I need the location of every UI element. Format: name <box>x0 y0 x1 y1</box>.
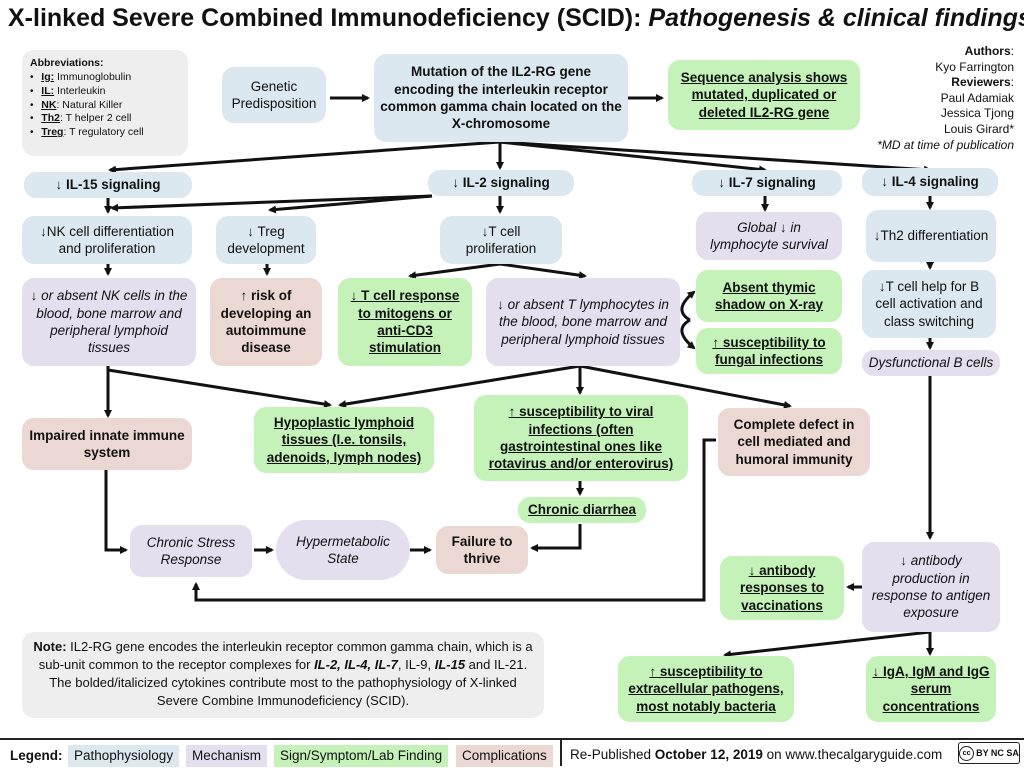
il2-signaling-node: ↓ IL-2 signaling <box>428 170 574 196</box>
antibody-production-node: ↓ antibody production in response to ant… <box>862 542 1000 632</box>
tcell-response-node: ↓ T cell response to mitogens or anti-CD… <box>338 278 472 366</box>
legend-complications: Complications <box>456 745 553 767</box>
fungal-infections-node: ↑ susceptibility to fungal infections <box>696 328 842 374</box>
abbreviation-item: Th2: T helper 2 cell <box>30 112 180 126</box>
legend-sign-symptom: Sign/Symptom/Lab Finding <box>274 745 449 767</box>
legend-mechanism: Mechanism <box>186 745 268 767</box>
hypoplastic-tissues-node: Hypoplastic lymphoid tissues (I.e. tonsi… <box>254 407 434 473</box>
abbreviation-item: Treg: T regulatory cell <box>30 126 180 140</box>
autoimmune-risk-node: ↑ risk of developing an autoimmune disea… <box>210 278 322 366</box>
legend-label: Legend: <box>10 748 63 763</box>
authors-block: Authors: Kyo Farrington Reviewers: Paul … <box>877 44 1014 152</box>
il15-signaling-node: ↓ IL-15 signaling <box>24 172 192 198</box>
republished-text: Re-Published October 12, 2019 on www.the… <box>560 740 948 766</box>
legend-pathophysiology: Pathophysiology <box>68 745 180 767</box>
note-box: Note: IL2-RG gene encodes the interleuki… <box>22 632 544 718</box>
chronic-stress-node: Chronic Stress Response <box>130 525 252 577</box>
hypermetabolic-node: Hypermetabolic State <box>276 520 410 580</box>
viral-infections-node: ↑ susceptibility to viral infections (of… <box>474 395 688 481</box>
absent-thymic-shadow-node: Absent thymic shadow on X-ray <box>696 270 842 322</box>
abbreviations-heading: Abbreviations: <box>30 57 104 69</box>
il2rg-mutation-node: Mutation of the IL2-RG gene encoding the… <box>374 54 628 142</box>
tcell-proliferation-node: ↓T cell proliferation <box>440 216 562 264</box>
page-title: X-linked Severe Combined Immunodeficienc… <box>8 4 1024 32</box>
complete-defect-node: Complete defect in cell mediated and hum… <box>718 408 870 476</box>
t-lymphocytes-absent-node: ↓ or absent T lymphocytes in the blood, … <box>486 278 680 366</box>
il7-signaling-node: ↓ IL-7 signaling <box>692 170 842 196</box>
il4-signaling-node: ↓ IL-4 signaling <box>862 168 998 196</box>
abbreviation-item: Ig: Immunoglobulin <box>30 71 180 85</box>
antibody-responses-node: ↓ antibody responses to vaccinations <box>720 556 844 620</box>
legend-bar: Legend: Pathophysiology Mechanism Sign/S… <box>0 738 1024 768</box>
abbreviation-item: NK: Natural Killer <box>30 99 180 113</box>
chronic-diarrhea-node: Chronic diarrhea <box>518 497 646 523</box>
nk-differentiation-node: ↓NK cell differentiation and proliferati… <box>22 216 192 264</box>
abbreviations-box: Abbreviations: Ig: Immunoglobulin IL: In… <box>22 50 188 156</box>
treg-development-node: ↓ Treg development <box>216 216 316 264</box>
th2-differentiation-node: ↓Th2 differentiation <box>866 210 996 262</box>
abbreviation-item: IL: Interleukin <box>30 85 180 99</box>
nk-cells-absent-node: ↓ or absent NK cells in the blood, bone … <box>22 278 196 366</box>
tcell-help-node: ↓T cell help for B cell activation and c… <box>862 270 996 338</box>
sequence-analysis-node: Sequence analysis shows mutated, duplica… <box>668 60 860 130</box>
dysfunctional-b-cells-node: Dysfunctional B cells <box>862 350 1000 376</box>
lymphocyte-survival-node: Global ↓ in lymphocyte survival <box>696 212 842 260</box>
extracellular-pathogens-node: ↑ susceptibility to extracellular pathog… <box>618 656 794 722</box>
failure-to-thrive-node: Failure to thrive <box>436 526 528 574</box>
genetic-predisposition-node: Genetic Predisposition <box>222 67 326 123</box>
impaired-innate-node: Impaired innate immune system <box>22 418 192 470</box>
ig-serum-node: ↓ IgA, IgM and IgG serum concentrations <box>866 656 996 722</box>
